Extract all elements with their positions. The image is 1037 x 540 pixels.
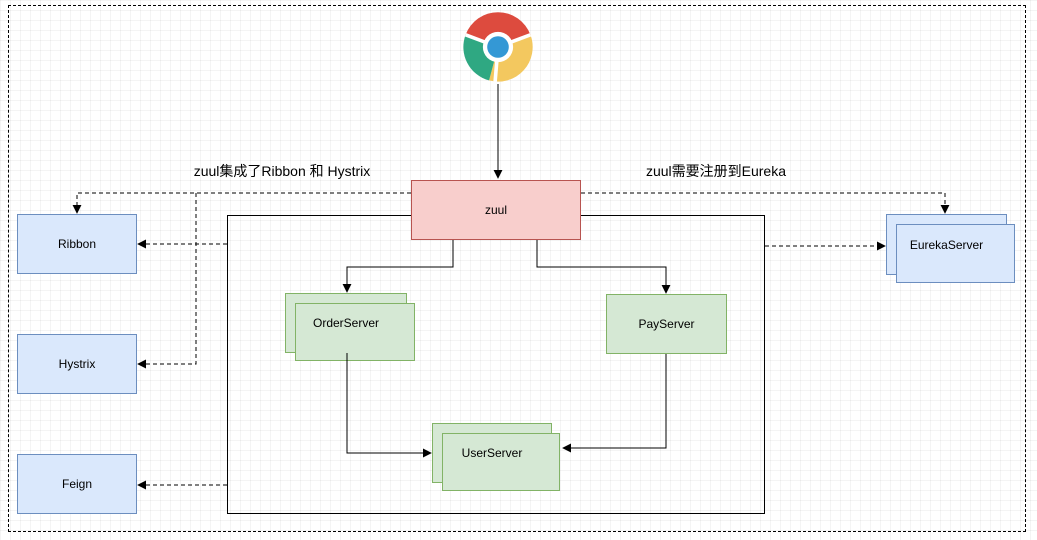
node-pay-server[interactable]: PayServer — [606, 294, 727, 354]
node-hystrix-label: Hystrix — [58, 357, 96, 371]
caption-zuul-ribbon-hystrix[interactable]: zuul集成了Ribbon 和 Hystrix — [193, 163, 371, 179]
node-zuul[interactable]: zuul — [411, 180, 581, 240]
node-order-server-label: OrderServer — [312, 316, 380, 330]
page-boundary-dashed — [8, 5, 1026, 532]
node-feign-label: Feign — [61, 477, 93, 491]
node-ribbon[interactable]: Ribbon — [17, 214, 137, 274]
node-feign[interactable]: Feign — [17, 454, 137, 514]
node-hystrix[interactable]: Hystrix — [17, 334, 137, 394]
chrome-icon-red-segment — [465, 12, 531, 47]
node-user-server[interactable]: UserServer — [432, 423, 560, 491]
node-eureka-server-label: EurekaServer — [909, 237, 984, 252]
node-ribbon-label: Ribbon — [57, 237, 97, 251]
chrome-icon[interactable] — [462, 11, 534, 83]
chrome-icon-center — [487, 36, 509, 58]
node-zuul-label: zuul — [484, 203, 507, 217]
node-order-server[interactable]: OrderServer — [285, 293, 415, 361]
node-user-server-label: UserServer — [461, 446, 523, 460]
node-pay-server-label: PayServer — [638, 317, 695, 331]
caption-zuul-eureka[interactable]: zuul需要注册到Eureka — [645, 163, 787, 179]
node-eureka-server[interactable]: EurekaServer — [886, 214, 1015, 283]
